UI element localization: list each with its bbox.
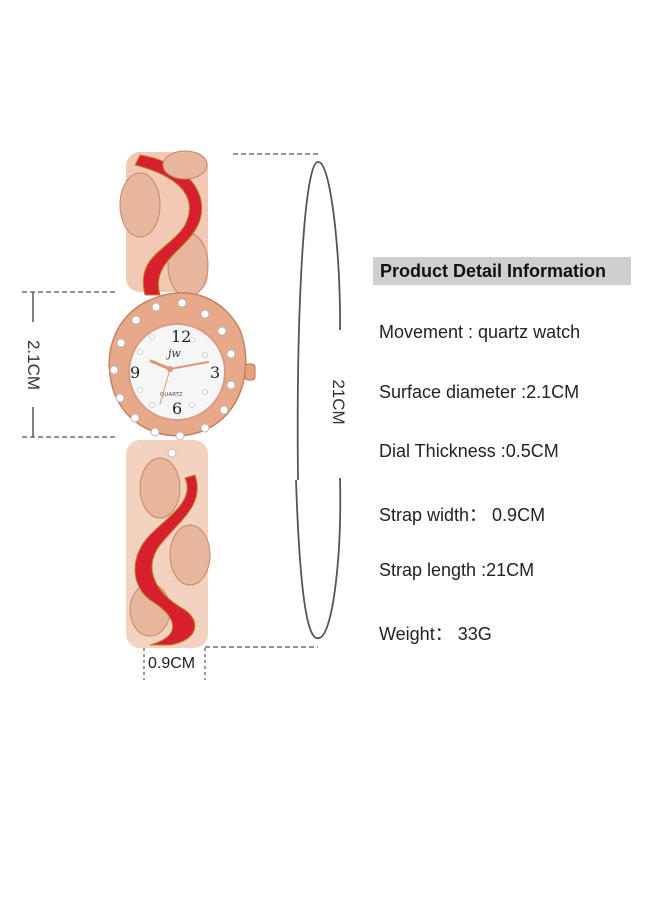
info-title: Product Detail Information (380, 261, 607, 281)
spec-movement: Movement : quartz watch (379, 322, 581, 342)
dial-numeral-3: 3 (210, 363, 220, 382)
dial-brand-mark: jw (165, 347, 181, 360)
spec-dial-thickness: Dial Thickness :0.5CM (379, 441, 559, 461)
watch-case: 12 3 6 9 jw QUARTZ (108, 292, 256, 441)
dial-quartz-label: QUARTZ (160, 392, 183, 398)
bracelet-upper (119, 150, 209, 298)
strap-width-label: 0.9CM (148, 655, 196, 672)
spec-strap-width: Strap width： 0.9CM (379, 505, 546, 525)
spec-surface-diameter: Surface diameter :2.1CM (379, 382, 580, 402)
strap-length-label: 21CM (329, 379, 348, 425)
spec-weight: Weight： 33G (379, 624, 492, 644)
dimension-guides (22, 153, 342, 680)
bracelet-lower (126, 440, 211, 648)
dial-numeral-12: 12 (171, 327, 191, 346)
dial-numeral-6: 6 (172, 399, 182, 418)
spec-strap-length: Strap length :21CM (379, 560, 535, 580)
info-title-banner: Product Detail Information (373, 257, 631, 285)
dial-height-label: 2.1CM (24, 339, 43, 391)
dial-numeral-9: 9 (130, 363, 140, 382)
